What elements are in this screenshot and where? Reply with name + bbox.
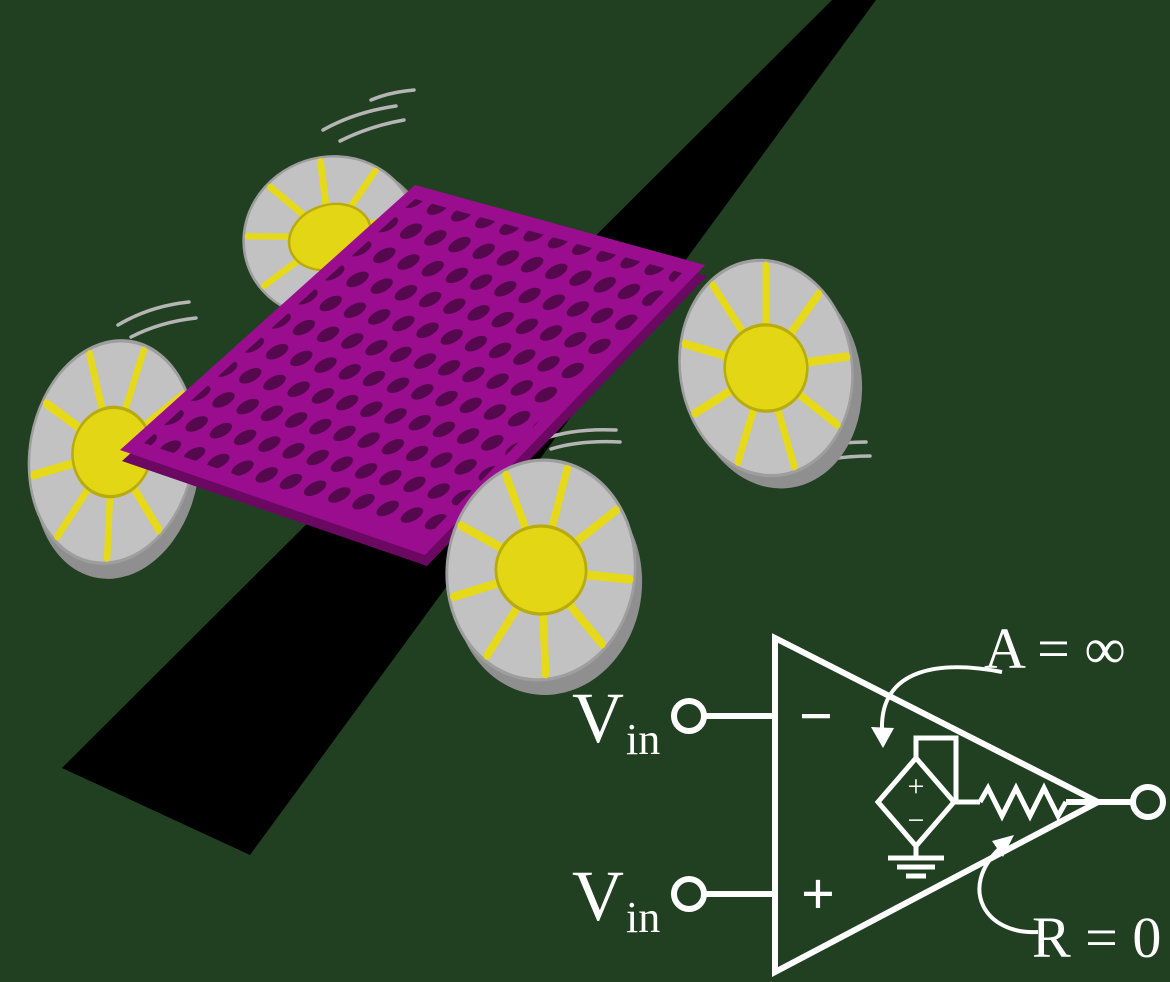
streak: [549, 439, 622, 451]
resistance-arrow: [977, 846, 1039, 935]
source-minus-sign: −: [908, 804, 925, 837]
chassis-perforations: [144, 199, 682, 540]
resistor-zigzag: [977, 782, 1069, 822]
gain-arrowhead: [871, 727, 894, 748]
label-vin-bottom: Vin: [572, 856, 660, 942]
output-terminal: [1130, 784, 1166, 820]
gain-label: A = ∞: [984, 616, 1126, 681]
source-wire: [913, 735, 980, 805]
robot-chassis: [120, 185, 707, 566]
label-vin-top: Vin: [572, 678, 660, 764]
vin-top-main: V: [572, 678, 624, 758]
streak: [338, 118, 406, 143]
inverting-input-sign: −: [799, 683, 833, 749]
vin-bottom-sub: in: [626, 893, 660, 942]
streak: [116, 300, 191, 327]
vin-top-sub: in: [626, 715, 660, 764]
source-plus-sign: +: [908, 770, 925, 803]
opamp-schematic: Vin − Vin + + − A = ∞ R = 0: [572, 616, 1166, 977]
streak: [129, 316, 198, 339]
opamp-triangle: [772, 633, 1105, 977]
streak: [321, 104, 398, 132]
gain-arrow: [879, 665, 1003, 731]
vin-bottom-main: V: [572, 856, 624, 936]
ground-symbol: [888, 846, 944, 879]
resistance-label: R = 0: [1032, 905, 1161, 970]
noninverting-input-sign: +: [801, 861, 835, 927]
streak: [369, 88, 416, 102]
resistance-arrowhead: [992, 835, 1014, 857]
